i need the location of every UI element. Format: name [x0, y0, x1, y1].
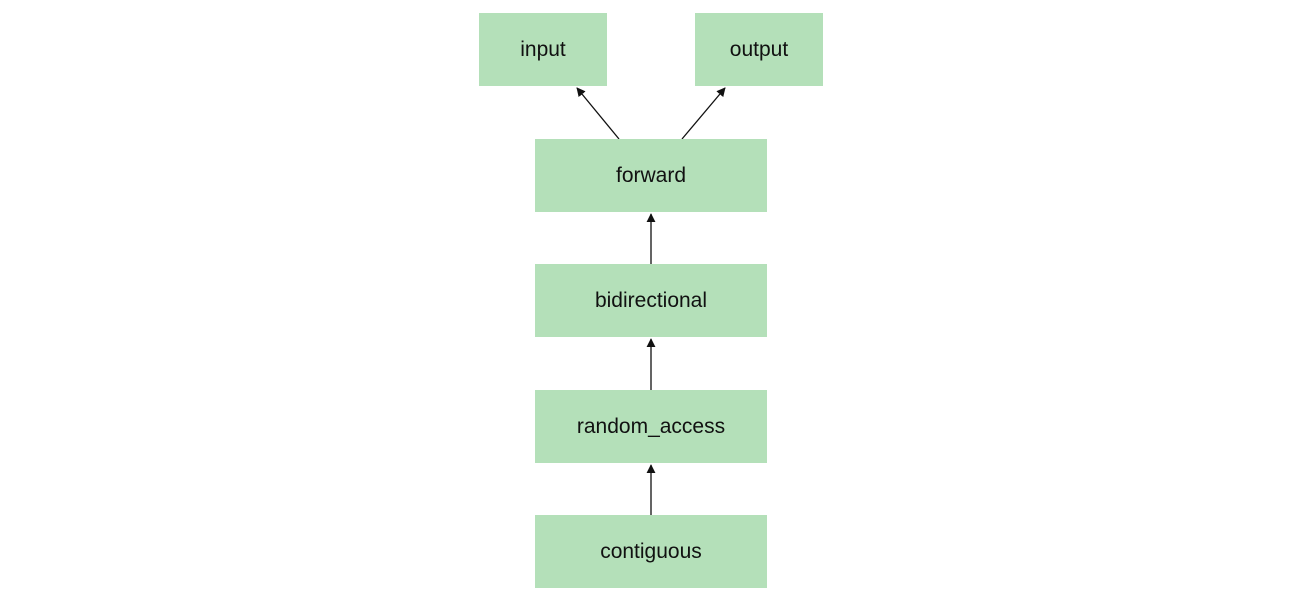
arrow-forward-to-output: [681, 87, 726, 140]
node-output: output: [695, 13, 823, 86]
node-forward: forward: [535, 139, 767, 212]
node-random-access-label: random_access: [576, 414, 726, 438]
node-output-label: output: [729, 37, 789, 61]
node-bidirectional: bidirectional: [535, 264, 767, 337]
node-contiguous-label: contiguous: [600, 539, 702, 563]
node-forward-label: forward: [615, 163, 687, 187]
node-bidirectional-label: bidirectional: [594, 288, 708, 312]
node-random-access: random_access: [535, 390, 767, 463]
node-contiguous: contiguous: [535, 515, 767, 588]
node-input-label: input: [520, 37, 566, 61]
arrow-forward-to-input: [576, 87, 620, 140]
node-input: input: [479, 13, 607, 86]
